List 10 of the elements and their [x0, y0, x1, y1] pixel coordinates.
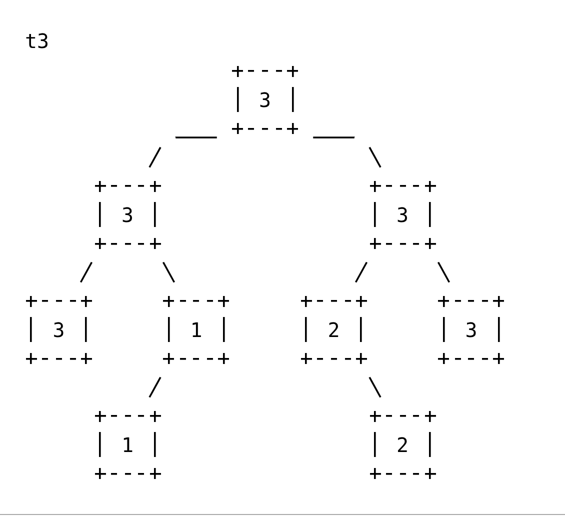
- node-value: 2: [328, 318, 340, 341]
- diagram-title: t3: [25, 29, 50, 53]
- node-value: 2: [396, 434, 409, 456]
- node-value: 3: [258, 88, 272, 111]
- node-value: 3: [396, 204, 409, 226]
- node-value: 3: [52, 318, 65, 341]
- node-value: 1: [121, 434, 134, 456]
- node-value: 3: [121, 204, 134, 226]
- node-value: 1: [190, 318, 202, 341]
- node-value: 3: [465, 318, 478, 341]
